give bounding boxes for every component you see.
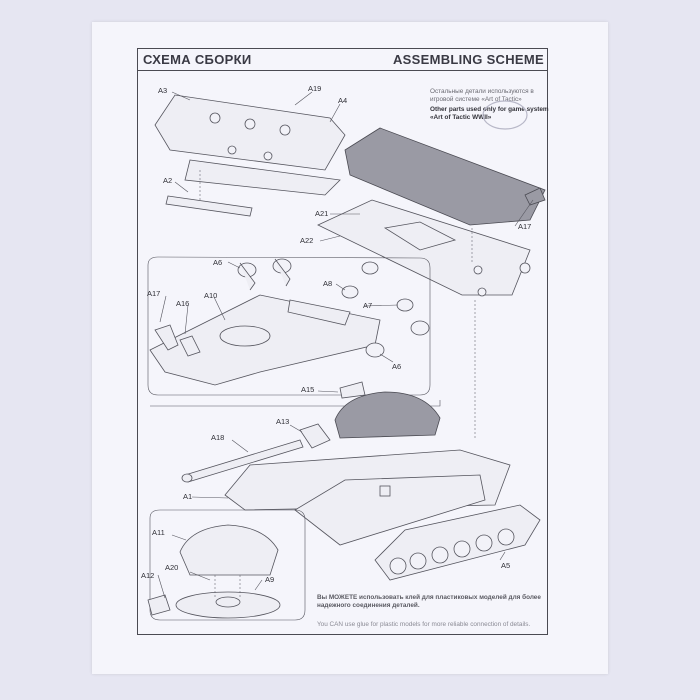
label-A2: A2	[163, 176, 172, 185]
rear-deck-part	[149, 294, 381, 386]
label-A12: A12	[141, 571, 154, 580]
fuel-drum-parts	[237, 258, 430, 358]
label-A16: A16	[176, 299, 189, 308]
label-A1: A1	[183, 492, 192, 501]
title-english: ASSEMBLING SCHEME	[392, 52, 544, 67]
label-A5: A5	[501, 561, 510, 570]
label-A17-top: A17	[518, 222, 531, 231]
label-A8: A8	[323, 279, 332, 288]
label-A10: A10	[204, 291, 217, 300]
print-through-ghost	[482, 100, 528, 130]
lower-track-part	[374, 504, 541, 581]
title-russian: СХЕМА СБОРКИ	[143, 52, 252, 67]
glue-note-english: You CAN use glue for plastic models for …	[317, 621, 531, 628]
label-A4: A4	[338, 96, 347, 105]
label-A18: A18	[211, 433, 224, 442]
label-A22: A22	[300, 236, 313, 245]
track-sprue-part	[154, 94, 346, 217]
gun-barrel-part	[181, 439, 304, 483]
label-A6-bottom: A6	[392, 362, 401, 371]
tow-hook-parts	[154, 324, 201, 357]
label-A7: A7	[363, 301, 372, 310]
glue-note-russian: Вы МОЖЕТЕ использовать клей для пластико…	[317, 594, 541, 609]
turret-part	[334, 381, 441, 439]
label-A19: A19	[308, 84, 321, 93]
note-russian: Остальные детали используются в игровой …	[430, 88, 534, 103]
note-english: Other parts used only for game system «A…	[430, 106, 549, 121]
turret-top-part	[179, 524, 279, 576]
hull-upper-part	[317, 127, 546, 297]
label-A21: A21	[315, 209, 328, 218]
label-A3: A3	[158, 86, 167, 95]
section-2-frame	[147, 256, 431, 396]
label-A6-top: A6	[213, 258, 222, 267]
label-A20: A20	[165, 563, 178, 572]
turret-base-part	[147, 591, 281, 619]
label-A15: A15	[301, 385, 314, 394]
scheme-frame	[137, 48, 548, 635]
header-rule	[138, 70, 547, 71]
section-4-frame	[149, 509, 306, 621]
gun-mantlet-part	[299, 423, 331, 449]
section-3-bracket	[150, 400, 441, 407]
label-A13: A13	[276, 417, 289, 426]
label-A17: A17	[147, 289, 160, 298]
label-A9: A9	[265, 575, 274, 584]
label-A11: A11	[152, 528, 165, 537]
